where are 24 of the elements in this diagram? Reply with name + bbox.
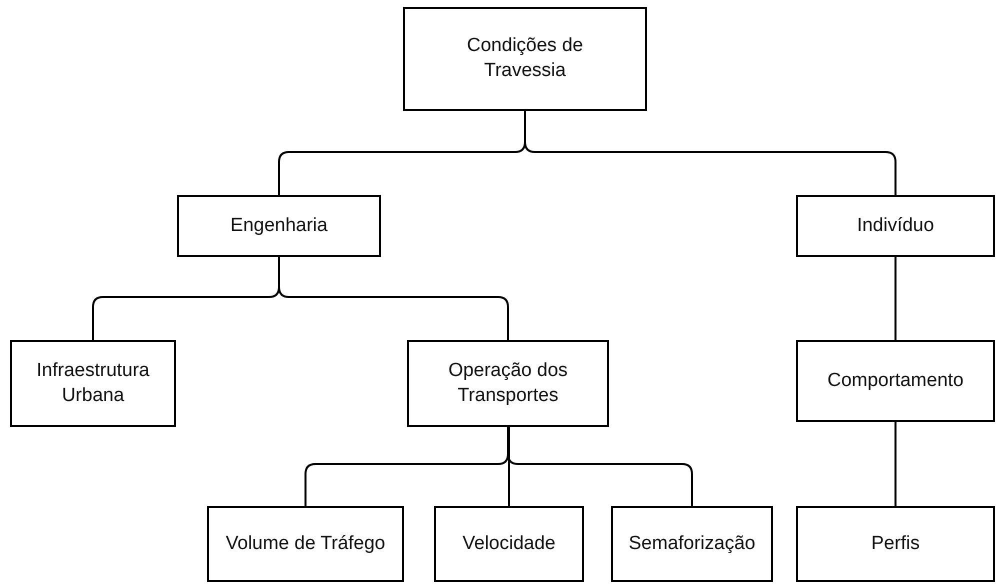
- box-label: Semaforização: [628, 532, 756, 556]
- box-label: Condições de Travessia: [466, 34, 584, 83]
- connector-line: [278, 257, 509, 340]
- box-label: Comportamento: [827, 368, 964, 393]
- connector-line: [894, 257, 896, 340]
- category-box: [177, 195, 381, 257]
- connector-line: [508, 427, 510, 506]
- category-box: [796, 195, 995, 257]
- box-label: Indivíduo: [856, 214, 934, 238]
- box-label: Engenharia: [230, 214, 328, 238]
- box-label: Velocidade: [462, 532, 556, 556]
- category-box: [611, 506, 773, 582]
- connector-line: [894, 422, 896, 506]
- category-box: [796, 340, 995, 422]
- box-label: Volume de Tráfego: [226, 532, 386, 556]
- category-box: [207, 506, 404, 582]
- box-label: Infraestrutura Urbana: [36, 358, 150, 408]
- box-label: Operação dos Transportes: [447, 358, 569, 408]
- category-box: [403, 7, 647, 111]
- category-box: [434, 506, 584, 582]
- category-box: [796, 506, 995, 582]
- category-box: [407, 340, 609, 427]
- category-box: [10, 340, 176, 427]
- box-label: Perfis: [871, 532, 920, 556]
